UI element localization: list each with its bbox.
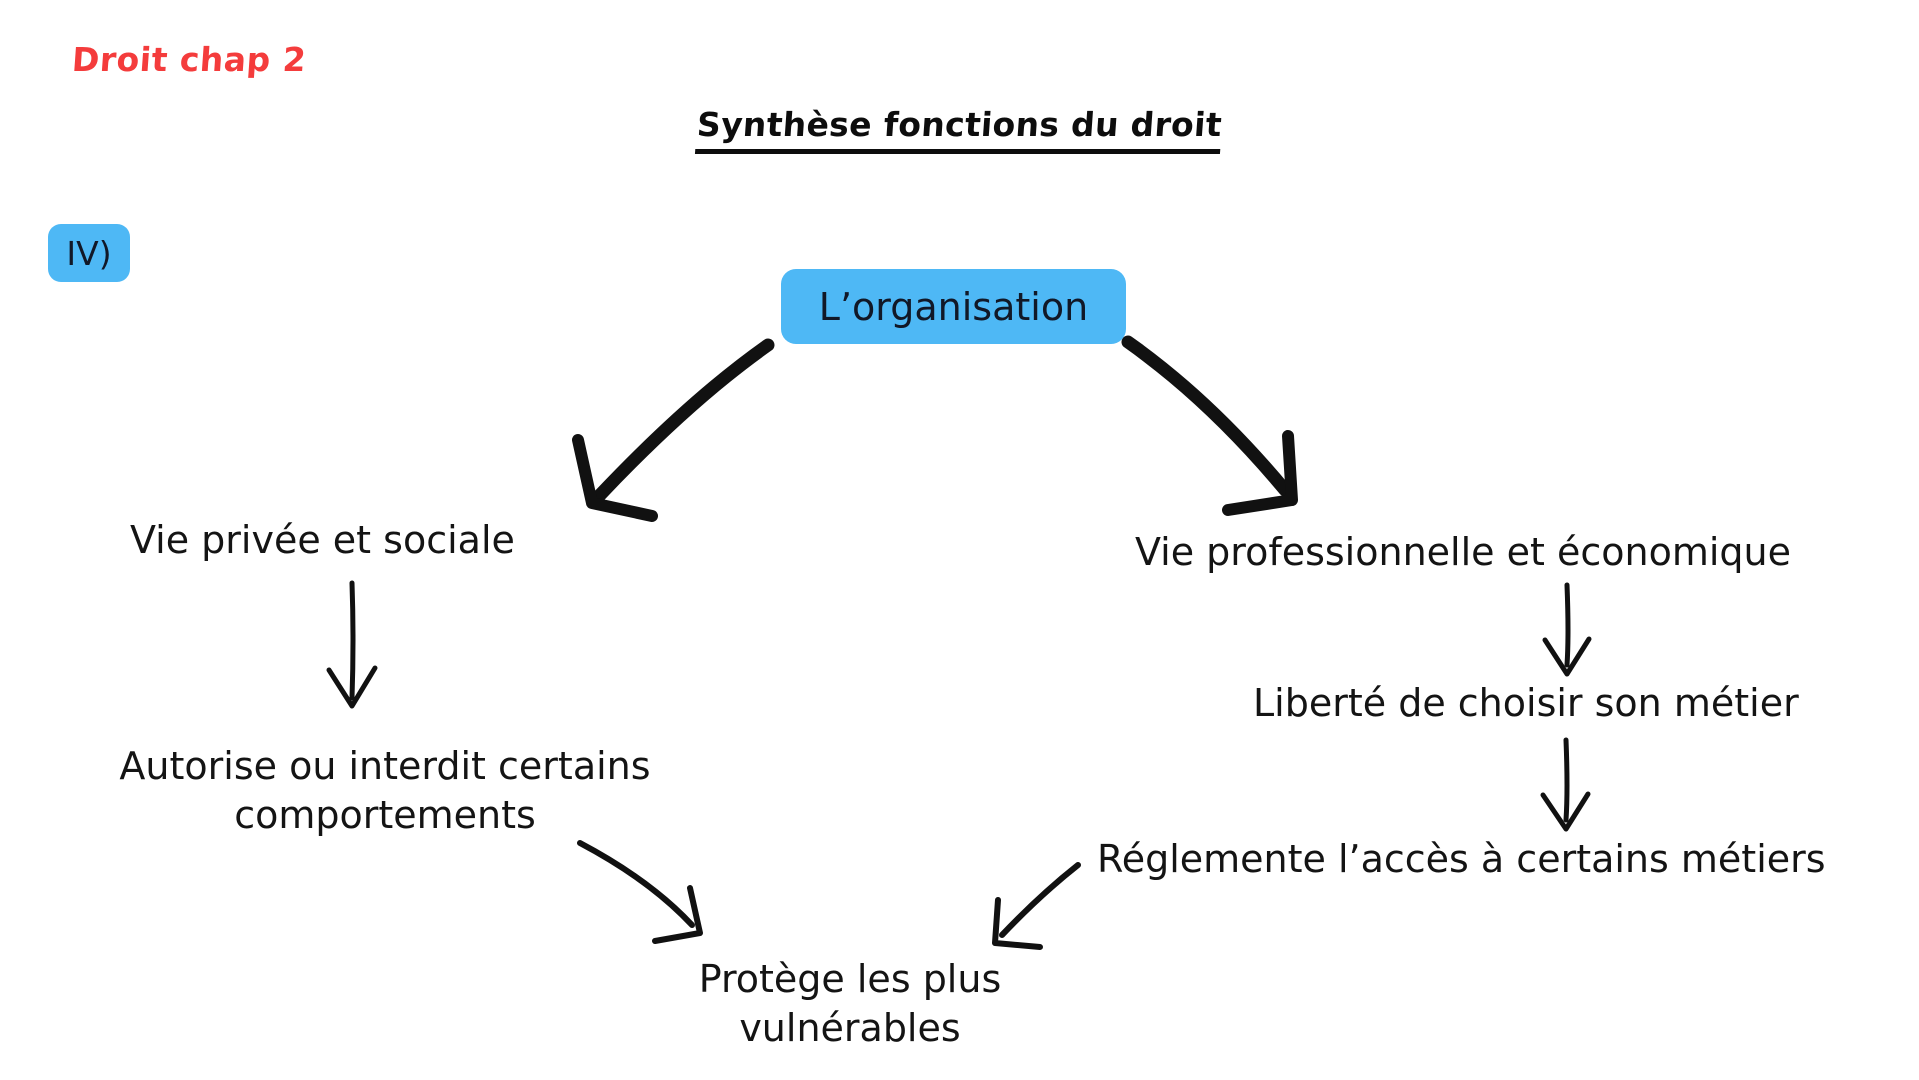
- node-vie-professionnelle-et-economique: Vie professionnelle et économique: [1135, 530, 1791, 574]
- node-root-organisation: L’organisation: [781, 269, 1126, 344]
- edge-vie-privee-to-autorise-icon: [326, 580, 378, 709]
- edge-root-to-vie-pro-icon: [1121, 335, 1298, 516]
- edge-reglemente-to-protege-icon: [992, 862, 1081, 950]
- page-title: Synthèse fonctions du droit: [0, 105, 1919, 154]
- edge-vie-pro-to-liberte-icon: [1542, 582, 1592, 677]
- node-protege-les-plus-vulnerables: Protège les plus vulnérables: [698, 957, 1002, 1050]
- edge-root-to-vie-privee-icon: [572, 338, 775, 522]
- edge-autorise-to-protege-icon: [577, 840, 703, 944]
- edge-liberte-to-reglemente-icon: [1540, 737, 1591, 832]
- section-badge: IV): [48, 224, 130, 282]
- node-vie-privee-et-sociale: Vie privée et sociale: [130, 518, 515, 562]
- page-title-text: Synthèse fonctions du droit: [695, 105, 1224, 154]
- node-autorise-ou-interdit: Autorise ou interdit certains comporteme…: [119, 744, 651, 837]
- chapter-label: Droit chap 2: [70, 40, 308, 79]
- node-reglemente-acces-certains-metiers: Réglemente l’accès à certains métiers: [1097, 837, 1826, 881]
- node-liberte-de-choisir-son-metier: Liberté de choisir son métier: [1253, 681, 1799, 725]
